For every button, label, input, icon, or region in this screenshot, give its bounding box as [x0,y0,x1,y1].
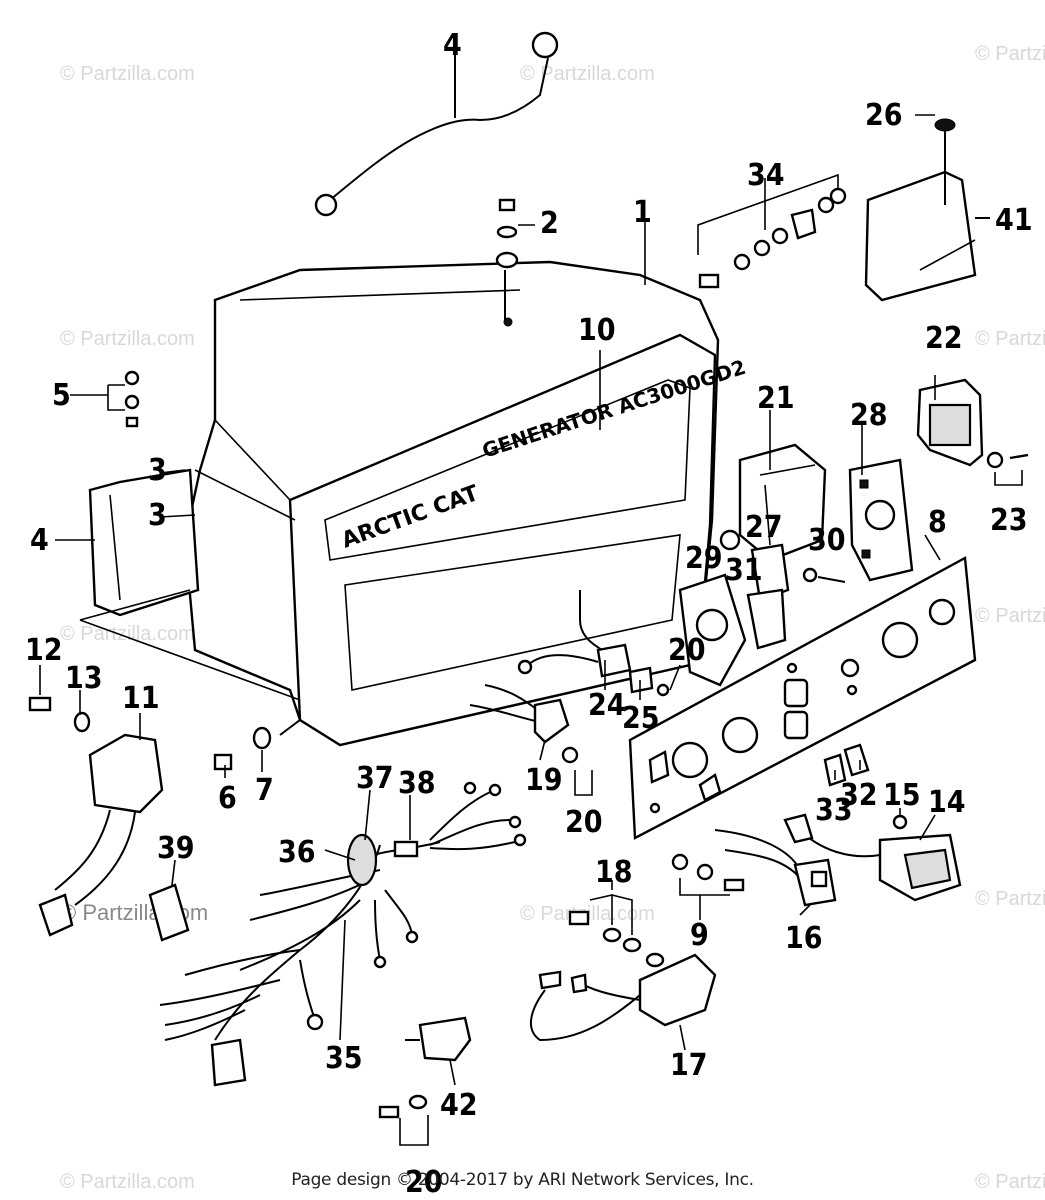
callout-35: 35 [325,1041,363,1076]
hardware-5 [107,370,140,428]
callout-41: 41 [995,203,1033,238]
callout-29: 29 [685,541,723,576]
callout-12: 12 [25,633,63,668]
callout-20: 20 [405,1165,443,1200]
callout-30: 30 [808,523,846,558]
callout-5: 5 [52,378,71,413]
callout-36: 36 [278,835,316,870]
watermark: © Partzilla.com [60,1171,195,1193]
watermark: © Partzilla.com [60,63,195,85]
callout-25: 25 [622,701,660,736]
relay-22 [916,378,1029,486]
battery-cable [314,31,559,217]
callout-18: 18 [595,855,633,890]
callout-3: 3 [148,498,167,533]
watermark: © Partzilla.com [60,328,195,350]
part-42 [378,1016,472,1146]
part-17 [530,953,717,1042]
outlet-28 [848,458,914,582]
watermark: © Partzilla.com [60,623,195,645]
switches-27-31 [746,543,846,650]
callout-26: 26 [865,98,903,133]
callout-21: 21 [757,381,795,416]
copyright-footer: Page design © 2004-2017 by ARI Network S… [291,1170,754,1190]
callout-33: 33 [815,793,853,828]
watermark: © Partzilla.com [975,888,1045,910]
callout-20: 20 [668,633,706,668]
callout-17: 17 [670,1048,708,1083]
callout-3: 3 [148,453,167,488]
part-16 [714,829,837,907]
connector-19 [469,684,579,764]
callout-4: 4 [443,28,462,63]
callout-23: 23 [990,503,1028,538]
cover-11 [38,733,164,937]
transformer-21 [738,443,827,562]
callout-14: 14 [928,785,966,820]
callout-34: 34 [747,158,785,193]
callout-31: 31 [725,553,763,588]
callout-27: 27 [745,510,783,545]
callout-28: 28 [850,398,888,433]
leader-lines [39,114,941,1086]
front-panel-8 [628,556,977,840]
callout-32: 32 [840,778,878,813]
callout-8: 8 [928,505,947,540]
fuse-holder-24-25 [517,590,670,697]
hardware-18 [568,893,665,968]
hardware-9 [671,853,745,896]
callout-13: 13 [65,661,103,696]
meter-14 [783,813,962,902]
wiring-harness [159,781,527,1087]
hardware-6-7-12-13 [28,696,301,771]
watermark: © Partzilla.com [975,43,1045,65]
callout-10: 10 [578,313,616,348]
outlet-29 [678,529,747,687]
callout-24: 24 [588,688,626,723]
bracket-41 [864,118,990,302]
part-39 [148,883,190,942]
callout-7: 7 [255,773,274,808]
callout-19: 19 [525,763,563,798]
watermark: © Partzilla.com [975,1171,1045,1193]
watermark: © Partzilla.com [975,328,1045,350]
callout-39: 39 [157,831,195,866]
callout-37: 37 [356,761,394,796]
control-box-housing [183,260,720,747]
watermark: © Partzilla.com [975,605,1045,627]
callouts: 1 2 3 3 4 4 5 6 7 8 9 10 11 12 13 14 15 … [25,28,1033,1200]
callout-6: 6 [218,781,237,816]
callout-2: 2 [540,206,559,241]
callout-20: 20 [565,805,603,840]
callout-42: 42 [440,1088,478,1123]
callout-38: 38 [398,766,436,801]
callout-1: 1 [633,195,652,230]
watermark: © Partzilla.com [520,63,655,85]
callout-22: 22 [925,321,963,356]
hardware-2 [495,198,519,269]
callout-9: 9 [690,918,709,953]
callout-4: 4 [30,523,49,558]
hardware-34 [697,173,847,289]
callout-15: 15 [883,778,921,813]
callout-16: 16 [785,921,823,956]
end-panel [79,468,301,701]
callout-11: 11 [122,681,160,716]
